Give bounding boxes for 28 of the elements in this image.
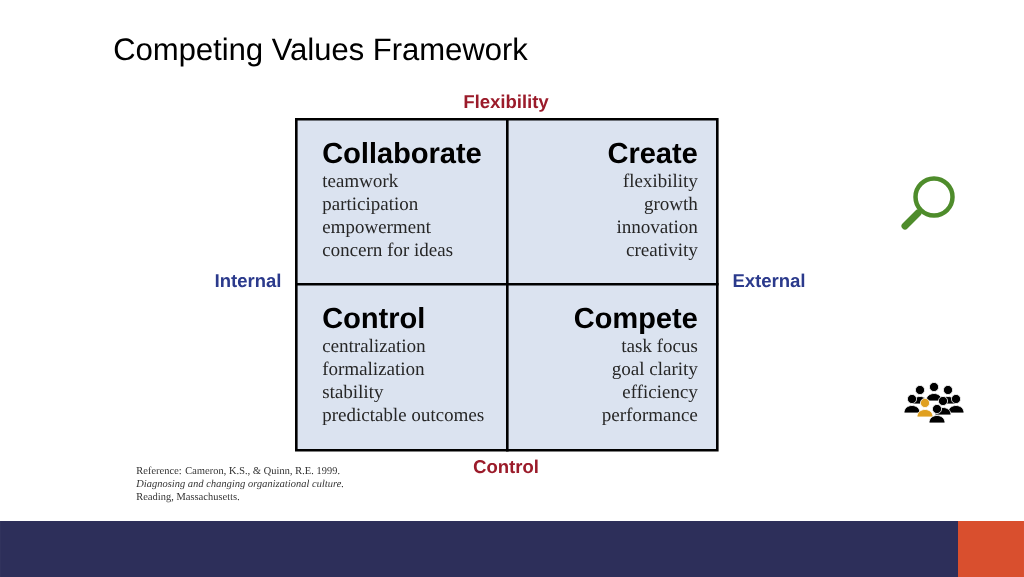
reference-text: Reference: Cameron, K.S., & Quinn, R.E. 1999. (136, 466, 340, 476)
quadrant-heading: Collaborate (323, 142, 481, 164)
quadrant-heading: Control (323, 307, 424, 329)
list-item: predictable outcomes (322, 407, 484, 426)
axis-label: External (733, 273, 805, 288)
reference-text: Diagnosing and changing organizational culture. (136, 479, 344, 490)
list-item: creativity (626, 243, 698, 261)
reference-text: Reading, Massachusetts. (136, 492, 240, 503)
list-item: empowerment (322, 222, 431, 238)
title: Competing Values Framework (114, 37, 528, 67)
quadrant-heading: Create (608, 142, 697, 164)
list-item: innovation (616, 220, 698, 234)
list-item: efficiency (622, 384, 698, 403)
list-item: growth (644, 196, 698, 215)
list-item: task focus (621, 338, 698, 353)
list-item: concern for ideas (322, 242, 453, 257)
list-item: teamwork (322, 173, 399, 188)
list-item: flexibility (623, 173, 698, 192)
axis-label: Control (473, 459, 538, 474)
axis-label: Flexibility (464, 94, 549, 112)
quadrant-heading: Compete (574, 307, 697, 334)
list-item: stability (323, 384, 384, 403)
list-item: centralization (322, 338, 426, 353)
list-item: goal clarity (612, 361, 698, 380)
list-item: formalization (322, 361, 425, 376)
list-item: performance (602, 407, 698, 426)
list-item: participation (322, 197, 418, 215)
axis-label: Internal (215, 273, 281, 288)
